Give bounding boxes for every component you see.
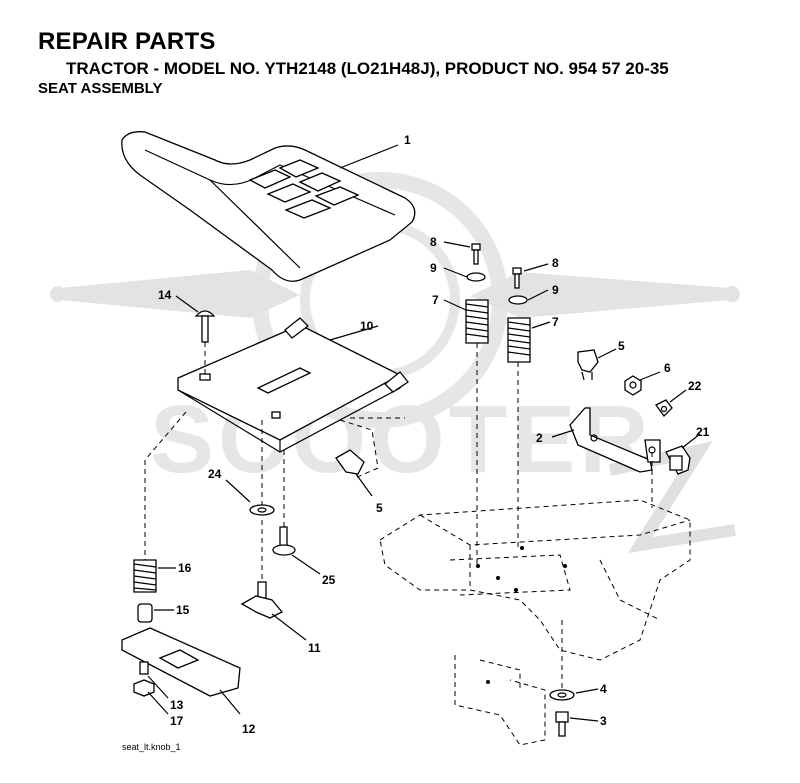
bottom-hardware [549, 620, 599, 737]
callout-10: 10 [360, 319, 374, 333]
callout-12: 12 [242, 722, 256, 736]
lower-spring [133, 460, 176, 623]
callout-14: 14 [158, 288, 172, 302]
knob [240, 520, 307, 641]
callout-11: 11 [308, 641, 321, 655]
callout-17: 17 [170, 714, 184, 728]
slide-plate [121, 627, 241, 715]
callout-9b: 9 [552, 283, 559, 297]
hardware-right [624, 371, 701, 475]
callout-13: 13 [170, 698, 184, 712]
callout-1: 1 [404, 133, 411, 147]
callout-3: 3 [600, 714, 607, 728]
callout-5a: 5 [618, 339, 625, 353]
callout-6: 6 [664, 361, 671, 375]
callout-5b: 5 [376, 501, 383, 515]
callout-9a: 9 [430, 261, 437, 275]
right-spring-stack [507, 263, 551, 550]
left-spring-stack [443, 241, 489, 568]
figure-code: seat_lt.knob_1 [122, 742, 181, 752]
callout-4: 4 [600, 682, 607, 696]
callout-22: 22 [688, 379, 702, 393]
callout-24: 24 [208, 467, 222, 481]
callout-21: 21 [696, 425, 710, 439]
seat [121, 131, 416, 282]
callout-2: 2 [536, 431, 543, 445]
right-spring [507, 317, 531, 363]
callout-8a: 8 [430, 235, 437, 249]
callout-8b: 8 [552, 256, 559, 270]
carriage-bolt [175, 295, 216, 378]
section-title: SEAT ASSEMBLY [38, 80, 163, 97]
left-spring [465, 299, 489, 344]
callout-7b: 7 [552, 315, 559, 329]
callout-numbers: 1 8 9 7 8 9 7 14 10 5 6 22 2 21 24 5 16 … [158, 133, 710, 736]
clip-lower [335, 419, 379, 497]
callout-7a: 7 [432, 293, 439, 307]
callout-25: 25 [322, 573, 336, 587]
bracket [551, 407, 661, 508]
model-subtitle: TRACTOR - MODEL NO. YTH2148 (LO21H48J), … [66, 59, 669, 78]
page-title: REPAIR PARTS [38, 28, 216, 55]
clip-upper [577, 348, 617, 381]
tractor-frame [379, 499, 691, 746]
callout-15: 15 [176, 603, 190, 617]
callout-16: 16 [178, 561, 192, 575]
washer-and-bolt [225, 420, 321, 575]
